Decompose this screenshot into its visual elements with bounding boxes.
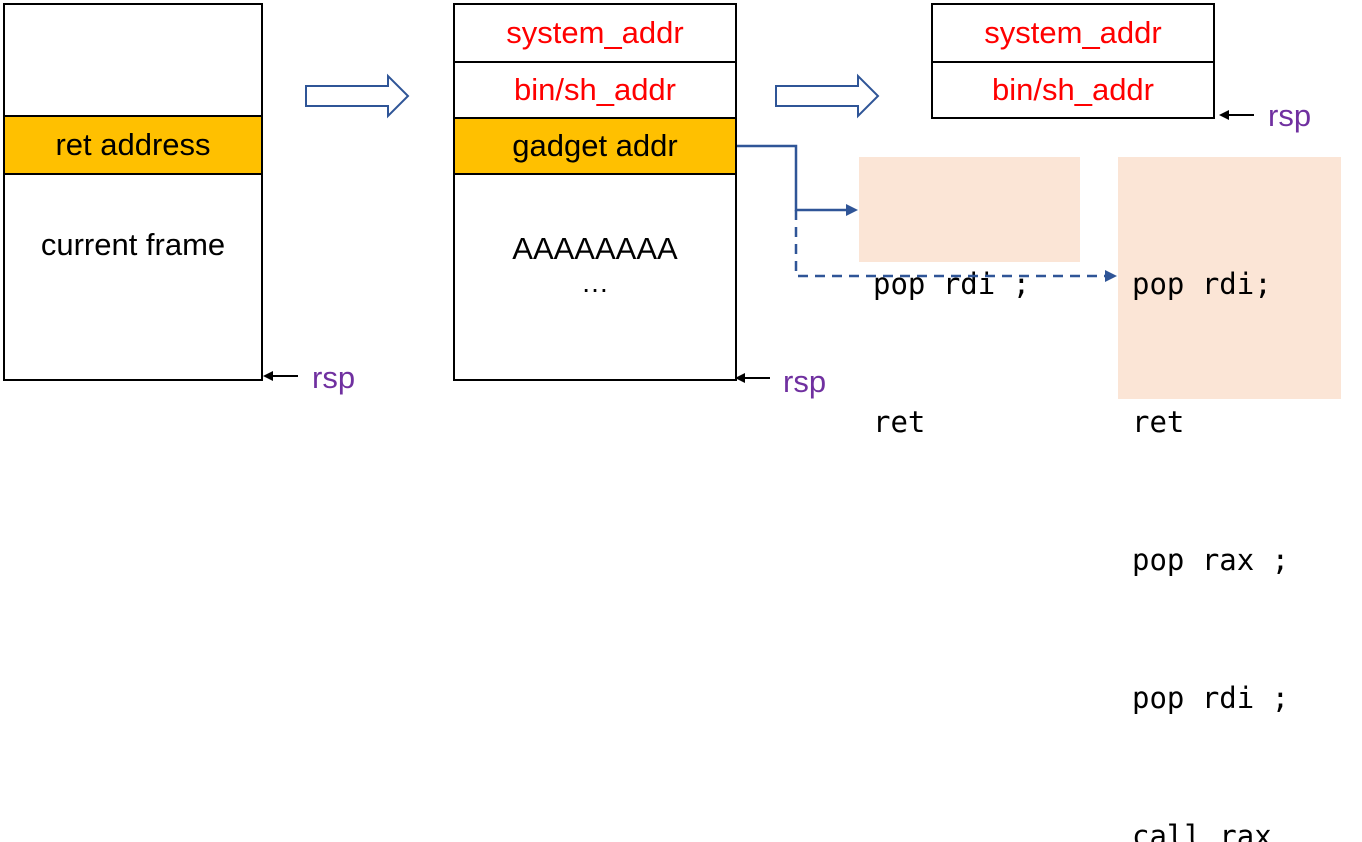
system-addr-label-3: system_addr: [984, 15, 1162, 50]
rsp-label-2: rsp: [783, 364, 827, 399]
gadget-addr-slot: gadget addr: [455, 117, 735, 175]
gadget-addr-label: gadget addr: [512, 128, 678, 163]
rsp-label-3: rsp: [1268, 98, 1312, 133]
gadget2-line: pop rdi;: [1132, 267, 1272, 301]
ret-address-slot: ret address: [5, 115, 261, 175]
gadget2-line: call rax: [1132, 819, 1272, 842]
ret-address-label: ret address: [55, 127, 211, 162]
transition-arrow-1: [305, 73, 410, 119]
transition-arrow-2: [775, 73, 880, 119]
rsp-pointer-arrow-1: [263, 371, 298, 381]
padding-label: AAAAAAAA: [512, 231, 678, 266]
arrows-overlay: [263, 73, 1254, 383]
system-addr-slot: system_addr: [455, 5, 735, 61]
rsp-pointer-arrow-3: [1219, 110, 1254, 120]
stack-overwritten: system_addr bin/sh_addr gadget addr AAAA…: [453, 3, 737, 381]
system-addr-label: system_addr: [506, 15, 684, 50]
gadget-connector-dashed: [794, 210, 1117, 282]
current-frame-slot: current frame: [5, 205, 261, 285]
current-frame-label: current frame: [40, 227, 226, 262]
gadget2-line: pop rdi ;: [1132, 681, 1290, 715]
rsp-label-1: rsp: [312, 360, 356, 395]
system-addr-slot-3: system_addr: [933, 5, 1213, 61]
gadget-connector-solid: [737, 144, 858, 216]
gadget2-line: pop rax ;: [1132, 543, 1290, 577]
gadget1-line: pop rdi ;: [873, 267, 1031, 301]
binsh-addr-label-3: bin/sh_addr: [991, 72, 1154, 107]
rsp-pointer-arrow-2: [735, 373, 770, 383]
padding-slot: AAAAAAAA …: [455, 217, 735, 307]
binsh-addr-slot: bin/sh_addr: [455, 61, 735, 117]
binsh-addr-label: bin/sh_addr: [513, 72, 676, 107]
stack-initial: ret address current frame: [3, 3, 263, 381]
ellipsis-label: …: [581, 267, 609, 298]
binsh-addr-slot-3: bin/sh_addr: [933, 61, 1213, 117]
stack-after-gadget: system_addr bin/sh_addr: [931, 3, 1215, 119]
